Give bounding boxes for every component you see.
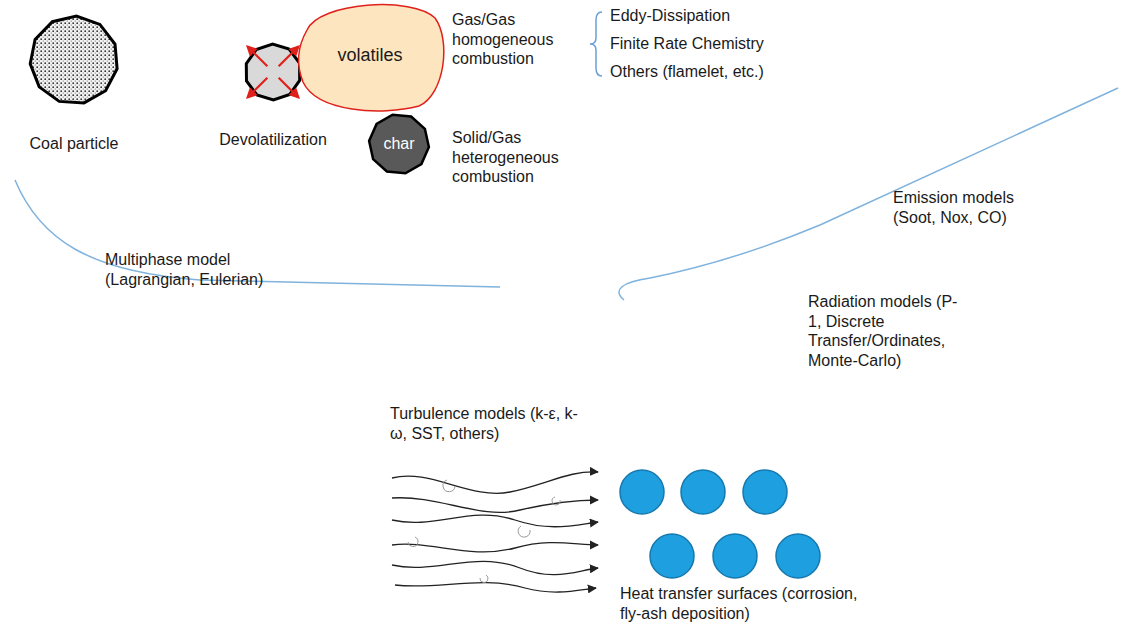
- model-option: Finite Rate Chemistry: [610, 34, 764, 54]
- model-option: Others (flamelet, etc.): [610, 62, 764, 82]
- node-label: Devolatilization: [219, 130, 327, 149]
- devolatilizing-particle-shape: [243, 42, 303, 102]
- combustion-type-label: Solid/Gas heterogeneous combustion: [452, 128, 570, 187]
- coal-particle-shape: [28, 14, 120, 106]
- turbulent-streamlines: [392, 472, 598, 592]
- devolatilizing-particle: Devolatilization: [243, 42, 303, 102]
- volatiles-outline: [299, 5, 444, 111]
- volatiles-cloud: volatiles: [295, 0, 445, 112]
- coal-outline: [30, 16, 117, 103]
- particle-outline: [246, 44, 299, 100]
- char-particle: char: [368, 113, 430, 175]
- model-label: Heat transfer surfaces (corrosion, fly-a…: [620, 584, 860, 623]
- model-label: Multiphase model (Lagrangian, Eulerian): [105, 250, 287, 289]
- radiation-curve: [619, 88, 1118, 300]
- node-label: Coal particle: [30, 134, 119, 153]
- model-option: Eddy-Dissipation: [610, 6, 730, 26]
- heat-transfer-tubes: [620, 470, 820, 578]
- model-bracket: [590, 12, 602, 76]
- coal-particle: Coal particle: [28, 14, 120, 106]
- model-label: Radiation models (P-1, Discrete Transfer…: [808, 292, 968, 370]
- node-label: char: [383, 134, 414, 153]
- model-label: Emission models (Soot, Nox, CO): [893, 188, 1035, 227]
- release-arrow: [248, 78, 268, 98]
- release-arrow: [279, 47, 299, 67]
- release-arrow: [248, 47, 268, 67]
- node-label: volatiles: [337, 45, 402, 67]
- release-arrow: [279, 78, 299, 98]
- char-outline: [369, 115, 429, 174]
- combustion-type-label: Gas/Gas homogeneous combustion: [452, 10, 564, 69]
- model-label: Turbulence models (k-ε, k-ω, SST, others…: [390, 404, 580, 443]
